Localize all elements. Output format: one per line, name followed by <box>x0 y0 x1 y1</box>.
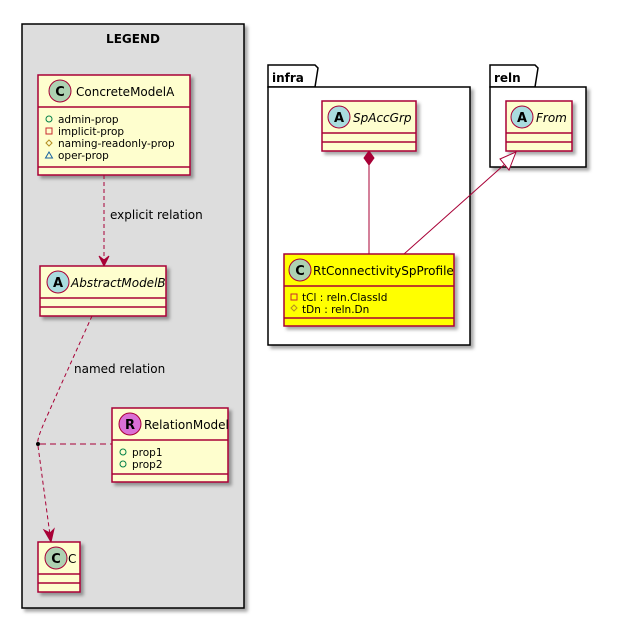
class-name: From <box>536 111 567 125</box>
sp-acc-grp-class[interactable]: A SpAccGrp <box>321 100 417 152</box>
stereotype-letter: A <box>334 111 344 126</box>
property-label: oper-prop <box>58 150 109 162</box>
private-marker-icon <box>290 293 298 301</box>
reln-package: reln A From <box>489 64 587 168</box>
property-label: naming-readonly-prop <box>58 138 175 150</box>
stereotype-letter: A <box>517 111 527 126</box>
stereotype-letter: R <box>125 418 135 433</box>
legend-panel: LEGEND C ConcreteModelA admin-prop impli… <box>21 23 245 609</box>
class-name: RelationModel <box>144 418 229 432</box>
infra-package: infra A SpAccGrp C RtConnectivitySpProfi… <box>267 64 471 346</box>
class-name: C <box>68 552 76 566</box>
named-relation-arrow <box>36 315 112 544</box>
concrete-model-a-class[interactable]: C ConcreteModelA admin-prop implicit-pro… <box>37 74 191 176</box>
class-name: RtConnectivitySpProfile <box>313 264 454 278</box>
protected-marker-icon <box>45 139 53 147</box>
legend-title: LEGEND <box>106 32 160 46</box>
stereotype-letter: C <box>51 552 61 567</box>
inheritance-connector <box>403 151 517 255</box>
property-label: tDn : reln.Dn <box>302 304 369 316</box>
package-name: infra <box>272 71 304 85</box>
class-name: AbstractModelB <box>70 276 166 290</box>
property-label: tCl : reln.ClassId <box>302 292 387 304</box>
c-class[interactable]: C C <box>37 541 81 593</box>
from-class[interactable]: A From <box>505 100 573 152</box>
public-marker-icon <box>119 460 127 468</box>
rt-connectivity-sp-profile-class[interactable]: C RtConnectivitySpProfile tCl : reln.Cla… <box>283 253 455 327</box>
class-name: ConcreteModelA <box>76 85 175 99</box>
class-name: SpAccGrp <box>353 111 412 125</box>
private-marker-icon <box>45 127 53 135</box>
stereotype-letter: A <box>53 276 63 291</box>
composition-connector <box>363 150 375 254</box>
public-marker-icon <box>45 115 53 123</box>
public-marker-icon <box>119 448 127 456</box>
class-c-icon <box>44 546 68 570</box>
package-marker-icon <box>44 151 54 159</box>
package-name: reln <box>494 71 521 85</box>
abstract-model-b-class[interactable]: A AbstractModelB <box>39 265 167 317</box>
class-c-icon <box>288 258 312 282</box>
named-relation-label: named relation <box>74 362 165 376</box>
explicit-relation-arrow <box>98 175 110 268</box>
property-label: implicit-prop <box>58 126 124 138</box>
stereotype-letter: C <box>55 85 65 100</box>
property-label: admin-prop <box>58 114 119 126</box>
relation-model-class[interactable]: R RelationModel prop1 prop2 <box>111 407 229 483</box>
abstract-a-icon <box>46 270 70 294</box>
stereotype-letter: C <box>295 264 305 279</box>
class-c-icon <box>48 79 72 103</box>
property-label: prop1 <box>132 447 163 459</box>
relation-r-icon <box>118 412 142 436</box>
abstract-a-icon <box>327 105 351 129</box>
property-label: prop2 <box>132 459 163 471</box>
abstract-a-icon <box>510 105 534 129</box>
explicit-relation-label: explicit relation <box>110 208 203 222</box>
protected-marker-icon <box>290 304 298 312</box>
